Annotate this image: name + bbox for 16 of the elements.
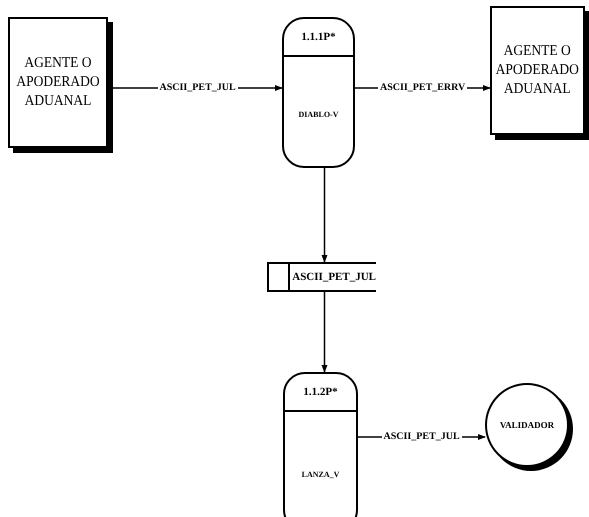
process-name: LANZA_V: [300, 468, 340, 480]
arrow: [322, 168, 328, 263]
entity-name: VALIDADOR: [500, 420, 554, 430]
entity-name: AGENTE O APODERADO ADUANAL: [15, 54, 101, 111]
process-name: DIABLO-V: [297, 109, 340, 121]
process-box: [282, 17, 355, 168]
process-id: 1.1.1P*: [284, 19, 353, 57]
arrow: [322, 292, 328, 373]
data-store: [267, 262, 376, 292]
entity-name: AGENTE O APODERADO ADUANAL: [496, 42, 580, 99]
edge-label: ASCII_PET_ERRV: [378, 82, 468, 92]
edge-label: ASCII_PET_JUL: [382, 430, 462, 442]
edge-label: ASCII_PET_JUL: [158, 82, 238, 92]
process-box: [283, 372, 358, 517]
store-name: ASCII_PET_JUL: [291, 271, 376, 283]
process-id: 1.1.2P*: [285, 374, 356, 412]
